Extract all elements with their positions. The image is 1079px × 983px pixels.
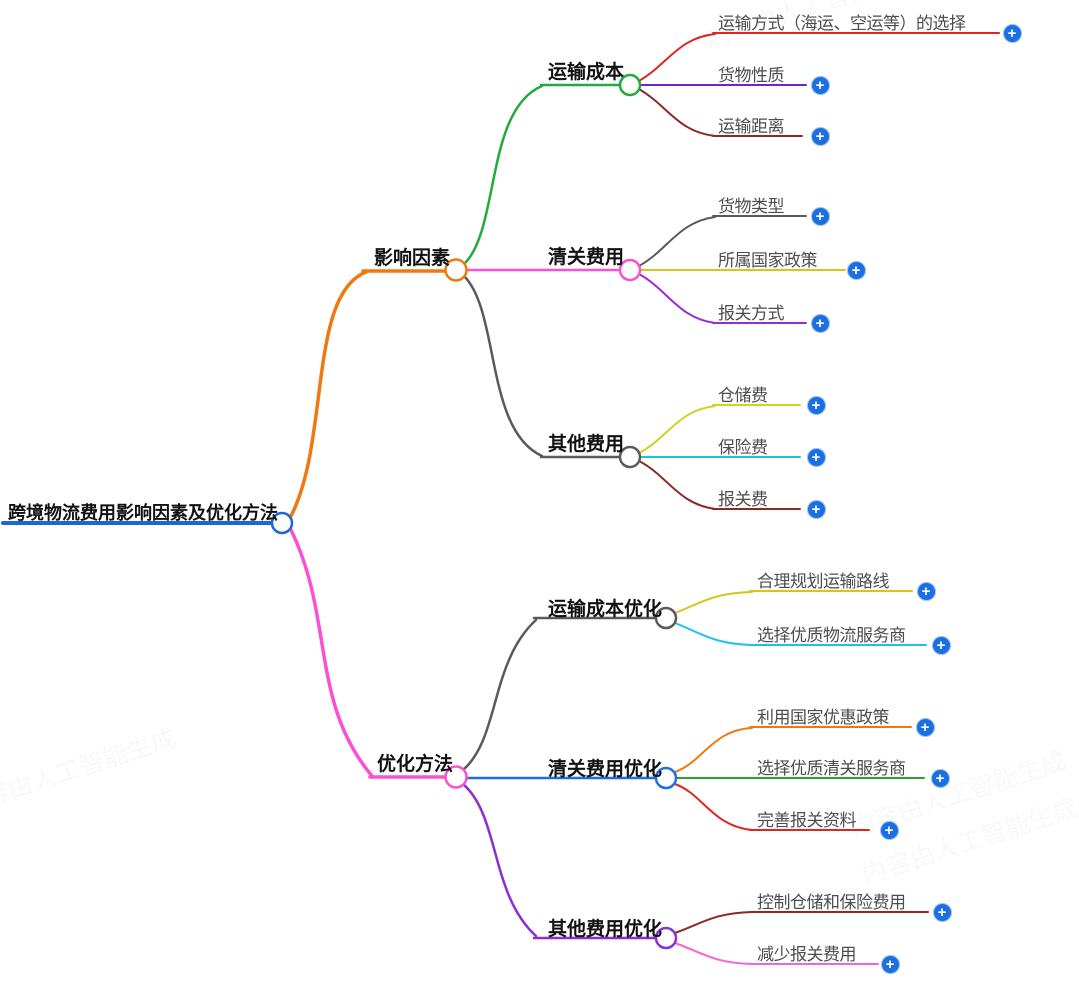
edge-qg3 <box>638 273 716 324</box>
expand-button-yh6[interactable]: + <box>932 902 952 922</box>
edge-yh5 <box>674 783 753 831</box>
edge-yh7 <box>674 942 753 965</box>
node-label-qita[interactable]: 其他费用 <box>548 434 625 455</box>
node-label-yh2[interactable]: 选择优质物流服务商 <box>757 626 906 645</box>
node-handle-qita[interactable] <box>618 445 642 469</box>
node-label-qg2[interactable]: 所属国家政策 <box>718 251 818 270</box>
edge-qita <box>462 274 544 458</box>
node-label-yh7[interactable]: 减少报关费用 <box>757 945 857 964</box>
node-label-yh6[interactable]: 控制仓储和保险费用 <box>757 893 906 912</box>
node-label-yingxiang[interactable]: 影响因素 <box>374 248 451 269</box>
expand-button-yh3[interactable]: + <box>915 717 935 737</box>
node-label-qt1[interactable]: 仓储费 <box>718 386 768 405</box>
node-label-ys1[interactable]: 运输方式（海运、空运等）的选择 <box>718 14 966 33</box>
node-label-yh4[interactable]: 选择优质清关服务商 <box>757 759 906 778</box>
edge-ys1 <box>638 33 716 82</box>
node-label-qg1[interactable]: 货物类型 <box>718 197 785 216</box>
expand-button-qt2[interactable]: + <box>806 447 826 467</box>
node-label-root[interactable]: 跨境物流费用影响因素及优化方法 <box>8 503 278 523</box>
node-label-yunshu[interactable]: 运输成本 <box>548 62 625 83</box>
edge-qt3 <box>638 460 716 510</box>
expand-button-yh2[interactable]: + <box>931 635 951 655</box>
node-handle-youhua[interactable] <box>444 765 468 789</box>
node-handle-yh-qingguan[interactable] <box>654 766 678 790</box>
node-label-yh5[interactable]: 完善报关资料 <box>757 811 857 830</box>
node-handle-yingxiang[interactable] <box>444 258 468 282</box>
edge-qg1 <box>638 216 716 267</box>
node-label-qingguan[interactable]: 清关费用 <box>548 247 625 268</box>
node-handle-qingguan[interactable] <box>618 258 642 282</box>
node-label-qg3[interactable]: 报关方式 <box>718 304 785 323</box>
node-label-yh-qingguan[interactable]: 清关费用优化 <box>548 759 663 780</box>
edge-yh-yunshu <box>461 618 538 772</box>
expand-button-qt1[interactable]: + <box>806 395 826 415</box>
edge-yh1 <box>674 591 753 614</box>
edge-youhua <box>289 528 374 778</box>
expand-button-qt3[interactable]: + <box>806 499 826 519</box>
node-handle-yh-yunshu[interactable] <box>654 606 678 630</box>
node-label-ys2[interactable]: 货物性质 <box>718 66 785 85</box>
node-handle-yunshu[interactable] <box>618 73 642 97</box>
expand-button-ys2[interactable]: + <box>810 75 830 95</box>
edge-yh3 <box>674 727 753 773</box>
node-label-yh1[interactable]: 合理规划运输路线 <box>757 572 890 591</box>
node-label-ys3[interactable]: 运输距离 <box>718 117 785 136</box>
node-label-yh-yunshu[interactable]: 运输成本优化 <box>548 599 663 620</box>
node-label-yh-qita[interactable]: 其他费用优化 <box>548 919 663 940</box>
edge-yunshu <box>462 84 544 266</box>
expand-button-ys1[interactable]: + <box>1002 23 1022 43</box>
edge-qt1 <box>638 405 716 454</box>
node-label-yh3[interactable]: 利用国家优惠政策 <box>757 708 890 727</box>
expand-button-qg3[interactable]: + <box>810 313 830 333</box>
node-label-qt3[interactable]: 报关费 <box>718 490 768 509</box>
edge-yh-qita <box>461 782 538 938</box>
edge-yh6 <box>674 911 753 934</box>
node-handle-root[interactable] <box>270 511 294 535</box>
node-label-youhua[interactable]: 优化方法 <box>377 754 454 775</box>
expand-button-ys3[interactable]: + <box>810 126 830 146</box>
expand-button-yh7[interactable]: + <box>880 954 900 974</box>
expand-button-qg1[interactable]: + <box>810 206 830 226</box>
expand-button-qg2[interactable]: + <box>846 260 866 280</box>
node-handle-yh-qita[interactable] <box>654 926 678 950</box>
expand-button-yh1[interactable]: + <box>916 581 936 601</box>
edge-yingxiang <box>289 270 368 518</box>
edge-ys3 <box>638 88 716 137</box>
expand-button-yh4[interactable]: + <box>930 768 950 788</box>
edge-yh2 <box>674 622 753 646</box>
node-label-qt2[interactable]: 保险费 <box>718 438 768 457</box>
expand-button-yh5[interactable]: + <box>879 820 899 840</box>
